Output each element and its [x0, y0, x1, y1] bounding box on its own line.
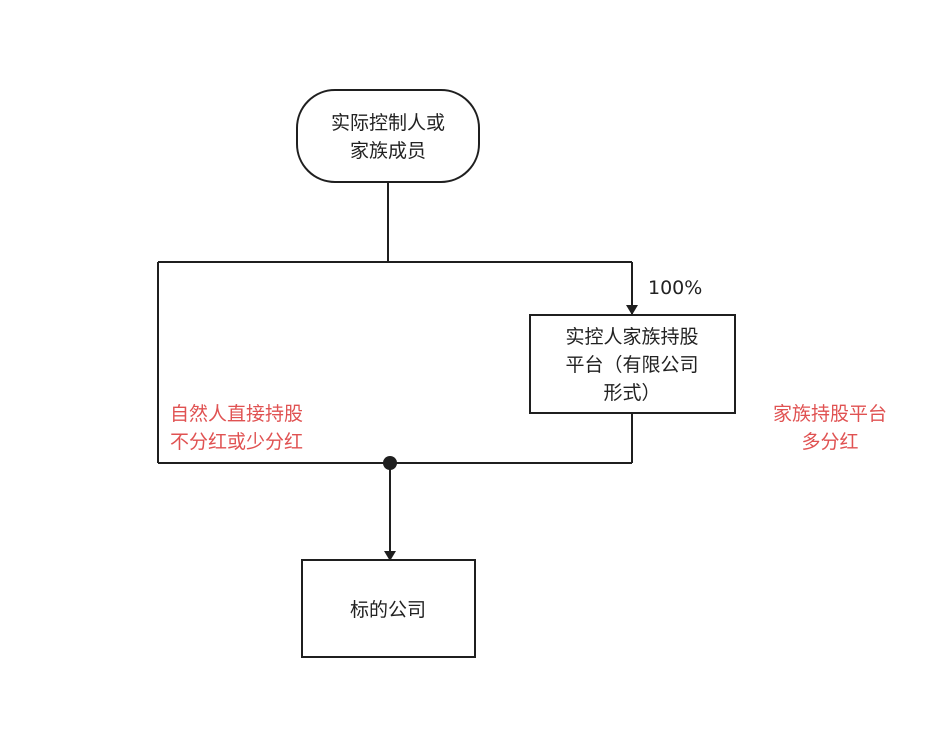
node-platform-shape	[529, 314, 736, 414]
node-target-label: 标的公司	[350, 599, 426, 621]
node-platform-label-line1: 实控人家族持股	[565, 326, 698, 348]
note-platform: 家族持股平台 多分红	[773, 403, 887, 453]
note-direct-line1: 自然人直接持股	[170, 403, 303, 425]
note-direct-line2: 不分红或少分红	[170, 431, 303, 453]
node-controller-label-line2: 家族成员	[350, 140, 426, 162]
edge-label-100-percent: 100%	[648, 277, 702, 299]
note-platform-line1: 家族持股平台	[773, 403, 887, 425]
node-controller-label-line1: 实际控制人或	[331, 112, 445, 134]
node-platform: 实控人家族持股 平台（有限公司 形式）	[529, 314, 736, 414]
node-controller: 实际控制人或 家族成员	[296, 89, 480, 183]
node-target: 标的公司	[301, 559, 476, 658]
node-platform-label-line3: 形式）	[603, 382, 660, 404]
junction-dot	[383, 456, 397, 470]
note-direct: 自然人直接持股 不分红或少分红	[170, 403, 303, 453]
note-platform-line2: 多分红	[801, 431, 858, 453]
node-controller-shape	[296, 89, 480, 183]
node-platform-label-line2: 平台（有限公司	[565, 354, 698, 376]
node-target-shape	[301, 559, 476, 658]
